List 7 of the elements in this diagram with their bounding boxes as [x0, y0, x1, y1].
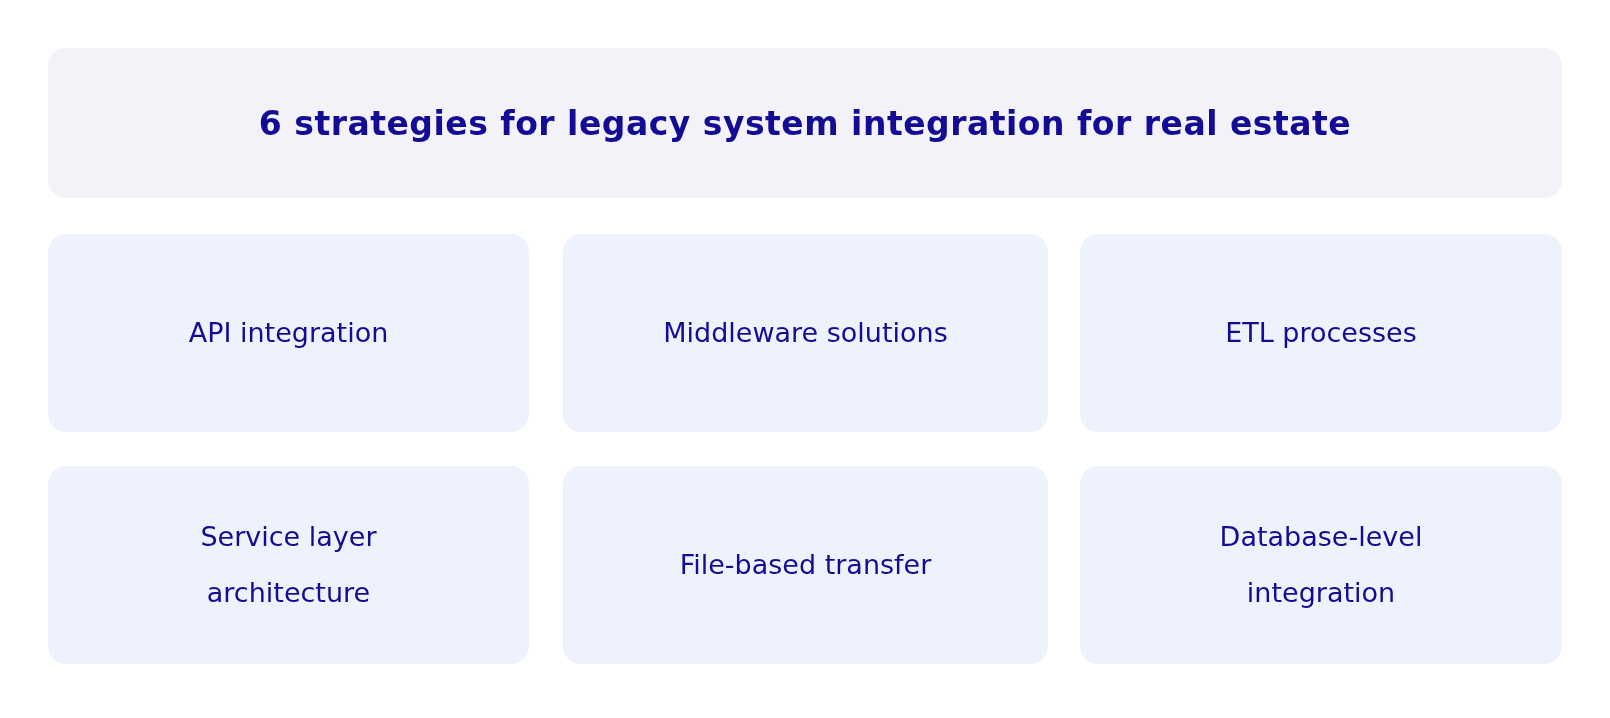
strategy-label: API integration	[188, 316, 389, 350]
strategy-label: Service layer architecture	[199, 520, 378, 610]
strategy-label: File-based transfer	[679, 548, 932, 582]
strategy-label: Database-level integration	[1218, 520, 1424, 610]
strategy-label: Middleware solutions	[663, 316, 948, 350]
strategy-label: ETL processes	[1225, 316, 1417, 350]
title: 6 strategies for legacy system integration for real estate	[258, 103, 1352, 143]
